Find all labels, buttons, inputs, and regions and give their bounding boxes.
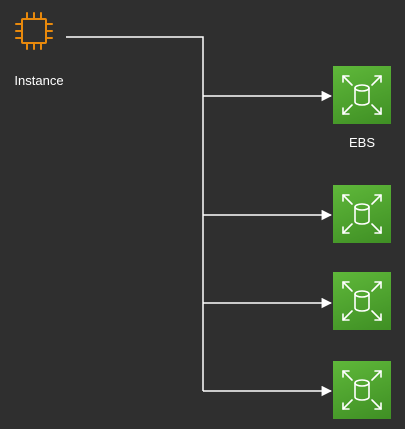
ebs-volume-4 <box>333 361 391 419</box>
ebs-label: EBS <box>348 135 375 150</box>
trunk-line <box>66 36 204 391</box>
ebs-volume-icon <box>342 370 382 410</box>
ebs-volume-2 <box>333 185 391 243</box>
ebs-volume-1 <box>333 66 391 124</box>
cpu-chip-icon <box>15 12 53 50</box>
ebs-volume-3 <box>333 272 391 330</box>
instance-label: Instance <box>14 73 64 88</box>
ebs-volume-icon <box>342 194 382 234</box>
ebs-volume-icon <box>342 75 382 115</box>
ebs-volume-icon <box>342 281 382 321</box>
